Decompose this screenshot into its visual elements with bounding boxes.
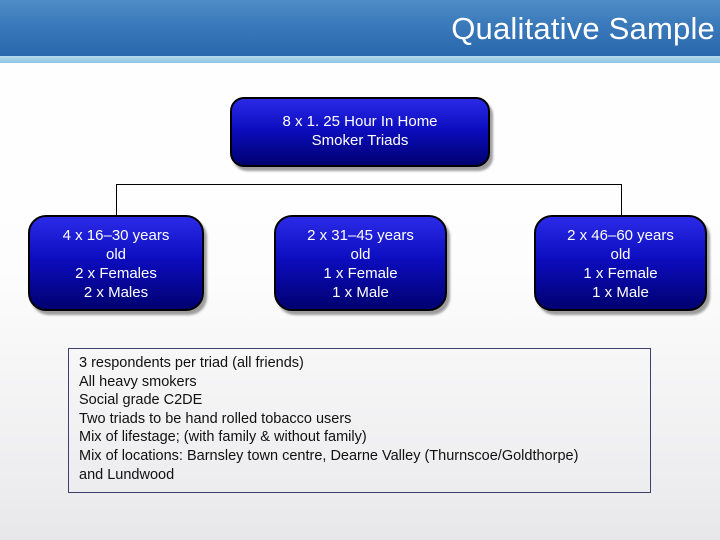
triad-box-46-60: 2 x 46–60 years old 1 x Female 1 x Male <box>534 215 707 311</box>
notes-line: Two triads to be hand rolled tobacco use… <box>79 410 352 427</box>
title-bar: Qualitative Sample <box>0 0 720 56</box>
diagram-root-box: 8 x 1. 25 Hour In Home Smoker Triads <box>230 97 490 167</box>
notes-line: Mix of lifestage; (with family & without… <box>79 429 367 446</box>
node-text-line: 4 x 16–30 years <box>62 227 170 244</box>
notes-line: Mix of locations: Barnsley town centre, … <box>79 447 579 464</box>
root-box-line: Smoker Triads <box>311 132 409 149</box>
triad-box-16-30: 4 x 16–30 years old 2 x Females 2 x Male… <box>28 215 204 311</box>
notes-line: Social grade C2DE <box>79 392 203 409</box>
node-text-line: old <box>105 246 127 263</box>
connector-horizontal-line <box>116 184 622 185</box>
connector-vertical-right <box>621 184 622 217</box>
node-text-line: 2 x Males <box>83 284 149 301</box>
node-text-line: old <box>610 246 631 263</box>
triad-box-31-45: 2 x 31–45 years old 1 x Female 1 x Male <box>274 215 447 311</box>
sample-notes-box: 3 respondents per triad (all friends) Al… <box>68 348 651 493</box>
root-box-line: 8 x 1. 25 Hour In Home <box>282 113 438 130</box>
node-text-line: 1 x Female <box>323 265 398 282</box>
node-text-line: 2 x 46–60 years <box>567 227 674 244</box>
node-text-line: 2 x Females <box>75 265 157 282</box>
node-text-line: 1 x Female <box>583 265 658 282</box>
notes-line: All heavy smokers <box>79 373 197 390</box>
notes-line: and Lundwood <box>79 466 175 483</box>
title-stripe-decoration <box>0 56 720 63</box>
connector-vertical-left <box>116 184 117 215</box>
slide-title: Qualitative Sample <box>451 11 715 46</box>
node-text-line: 1 x Male <box>592 284 649 301</box>
notes-line: 3 respondents per triad (all friends) <box>79 355 304 371</box>
node-text-line: 2 x 31–45 years <box>307 227 414 244</box>
node-text-line: 1 x Male <box>332 284 389 301</box>
node-text-line: old <box>350 246 371 263</box>
